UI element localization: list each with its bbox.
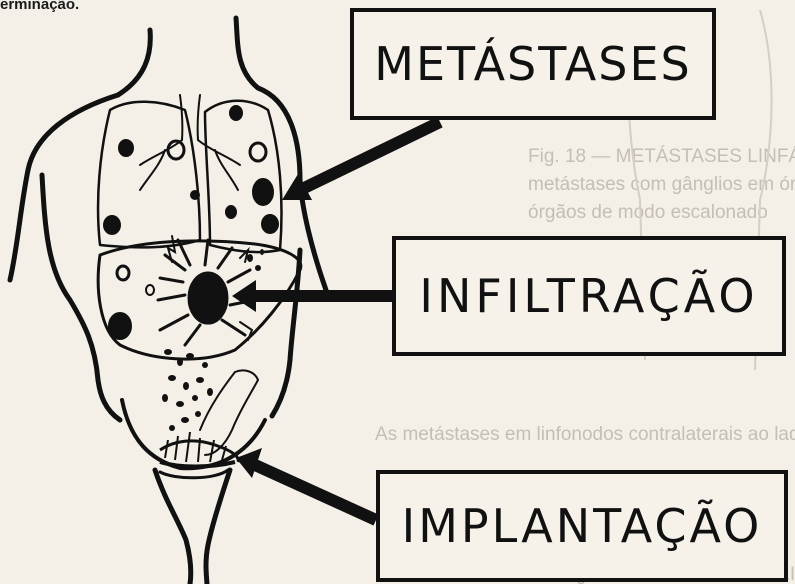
label-implantacao: IMPLANTAÇÃO	[376, 470, 788, 582]
bronchi	[140, 140, 240, 190]
right-leg-line	[206, 470, 230, 584]
lung-nodule	[253, 179, 273, 205]
lung-nodule	[250, 143, 266, 161]
liver-nodule	[146, 285, 154, 295]
groin-line	[160, 470, 228, 478]
arrow-metastases	[282, 122, 440, 200]
neck-right-line	[236, 18, 258, 88]
lung-nodule	[230, 106, 242, 120]
label-metastases: METÁSTASES	[350, 8, 716, 120]
liver-nodule	[109, 313, 131, 339]
lung-nodule	[104, 216, 120, 234]
arrow-infiltracao	[232, 280, 392, 312]
lung-nodule	[119, 140, 133, 156]
lung-nodule	[191, 191, 199, 199]
liver-nodule	[117, 266, 129, 280]
label-infiltracao: INFILTRAÇÃO	[392, 236, 786, 356]
lung-nodule	[226, 206, 236, 218]
arrow-implantacao	[236, 448, 376, 520]
neck-left-line	[118, 30, 150, 95]
lung-nodule	[262, 215, 278, 233]
left-leg-line	[155, 470, 191, 584]
